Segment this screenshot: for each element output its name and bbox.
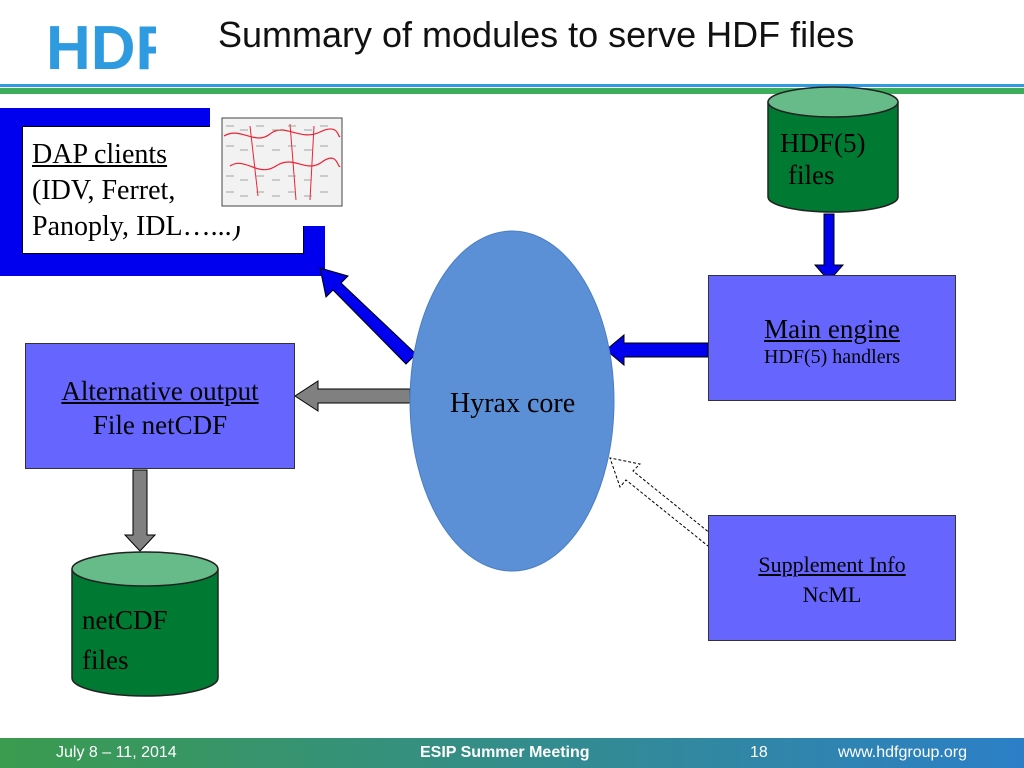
arrow-hyrax-to-dap-clients — [319, 267, 417, 365]
footer-date: July 8 – 11, 2014 — [56, 744, 177, 761]
map-thumbnail-image — [210, 96, 355, 226]
footer-page-number: 18 — [750, 744, 768, 761]
supplement-info-subtitle: NcML — [802, 582, 862, 607]
alternative-output-subtitle: File netCDF — [92, 410, 228, 440]
arrow-hdf5-to-main-engine — [813, 213, 845, 282]
hdf-logo: HDF — [46, 14, 156, 76]
footer-event: ESIP Summer Meeting — [420, 744, 590, 761]
arrow-alt-output-to-netcdf — [123, 469, 157, 552]
hdf5-files-line1: HDF(5) — [780, 128, 866, 158]
dap-clients-title: DAP clients — [32, 139, 168, 170]
footer-url: www.hdfgroup.org — [838, 744, 967, 761]
hyrax-core-ellipse — [409, 230, 615, 572]
arrow-hyrax-to-alt-output — [294, 380, 411, 412]
main-engine-subtitle: HDF(5) handlers — [763, 346, 901, 368]
arrow-main-engine-to-hyrax — [605, 333, 709, 367]
arrows-layer — [123, 213, 845, 552]
hyrax-core-label: Hyrax core — [450, 388, 576, 419]
hdf5-files-label: HDF(5) files — [780, 127, 866, 191]
arrow-supplement-to-hyrax — [609, 457, 717, 547]
hdf-logo-text: HDF — [46, 14, 156, 76]
dap-clients-text: DAP clients (IDV, Ferret, Panoply, IDL….… — [32, 137, 241, 245]
dap-clients-line3: Panoply, IDL…...) — [32, 211, 241, 242]
footer-bar: July 8 – 11, 2014 ESIP Summer Meeting 18… — [0, 738, 1024, 768]
netcdf-files-line1: netCDF — [82, 605, 168, 635]
dap-clients-line2: (IDV, Ferret, — [32, 175, 176, 206]
hdf5-files-line2: files — [788, 160, 835, 190]
supplement-info-box: Supplement Info NcML — [708, 515, 956, 641]
supplement-info-title: Supplement Info — [758, 552, 906, 577]
alternative-output-title: Alternative output — [61, 376, 259, 406]
slide-title: Summary of modules to serve HDF files — [218, 14, 855, 55]
title-divider — [0, 84, 1024, 94]
hdf5-files-cylinder — [767, 86, 899, 213]
main-engine-box: Main engine HDF(5) handlers — [708, 275, 956, 401]
netcdf-files-line2: files — [82, 645, 129, 675]
netcdf-files-cylinder — [71, 551, 219, 697]
main-engine-title: Main engine — [764, 314, 900, 344]
alternative-output-box: Alternative output File netCDF — [25, 343, 295, 469]
netcdf-files-label: netCDF files — [82, 600, 168, 680]
